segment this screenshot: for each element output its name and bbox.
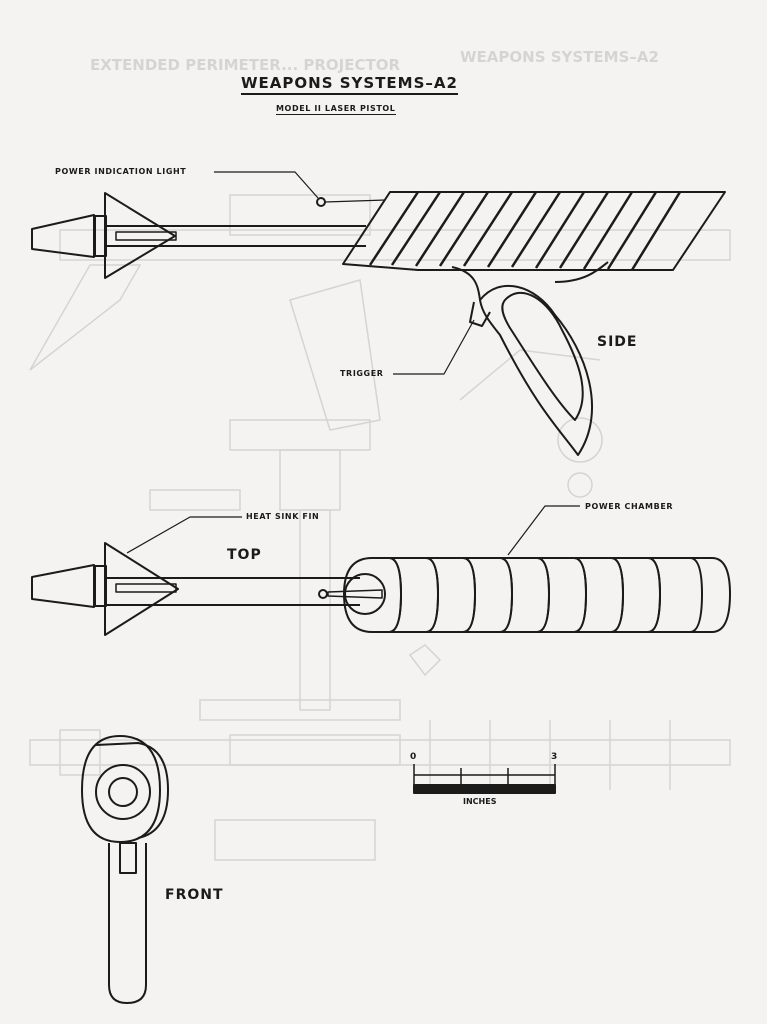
label-power-chamber: POWER CHAMBER [585,502,674,511]
label-trigger: TRIGGER [340,369,384,378]
side-trigger [469,301,491,327]
top-fin-slot [115,583,177,593]
top-indicator-light [318,589,328,599]
scale-unit-label: INCHES [463,797,497,806]
top-fin-mount [94,565,107,607]
view-label-side: SIDE [597,334,638,350]
scale-label-start: 0 [410,752,417,762]
side-emitter-tip [31,214,95,258]
side-fin-slot [115,231,177,241]
front-chamber-rim [95,742,169,839]
side-view [31,191,726,456]
page-subtitle: MODEL II LASER PISTOL [276,104,396,115]
scale-solid-bar [413,784,556,794]
leader-power-indication-light [214,171,319,199]
view-label-top: TOP [227,547,262,563]
scale-bar [413,764,556,794]
leader-heat-sink-fin [126,516,242,554]
top-emitter-tip [31,564,95,608]
top-power-chamber [343,557,731,633]
view-label-front: FRONT [165,887,224,903]
ghost-mirrored-title: EXTENDED PERIMETER... PROJECTOR [90,56,400,74]
side-trigger-guard [554,261,609,283]
side-grip-inner-panel [501,291,584,421]
top-view [31,542,731,636]
front-outer-ring [95,764,151,820]
front-trigger [119,842,137,874]
front-view [81,735,169,1004]
label-heat-sink-fin: HEAT SINK FIN [246,512,320,521]
side-chamber-rings [368,191,682,271]
side-fin-mount [94,215,107,257]
top-sight-blade [327,589,383,599]
callout-leaders [126,171,580,556]
page-title: WEAPONS SYSTEMS–A2 [241,74,458,95]
leader-trigger [393,319,475,375]
side-grip [451,266,593,456]
front-chamber-face [81,735,161,843]
scale-label-end: 3 [551,752,558,762]
leader-power-chamber [507,505,580,556]
side-power-chamber [342,191,726,271]
label-power-indication-light: POWER INDICATION LIGHT [55,167,187,176]
power-indication-light [316,197,326,207]
ghost-title: WEAPONS SYSTEMS–A2 [460,48,659,66]
leader-power-light-to-chamber [324,199,386,203]
top-end-cap [344,573,386,615]
front-emitter-ring [108,777,138,807]
front-grip [108,843,147,1004]
